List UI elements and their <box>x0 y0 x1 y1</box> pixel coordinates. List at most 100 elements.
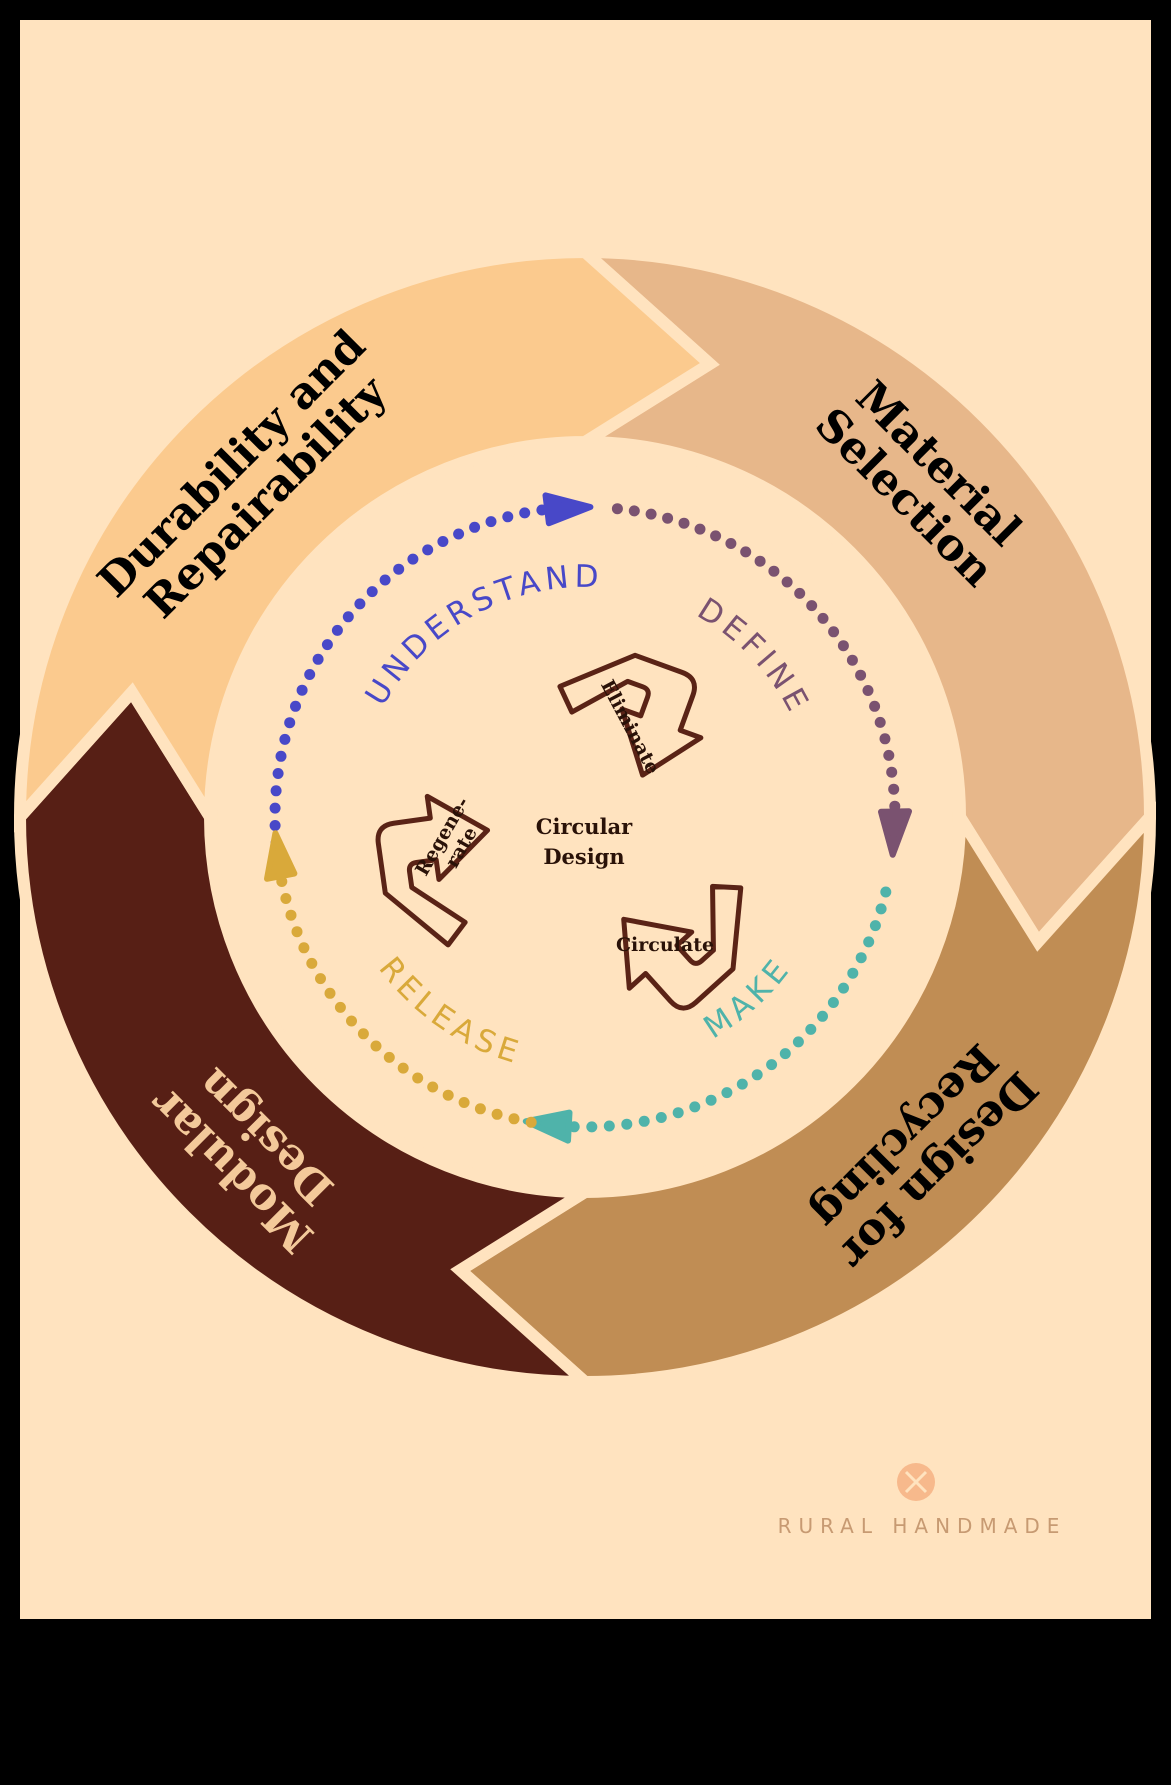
phase-dot-release <box>525 1116 537 1128</box>
phase-dot-understand <box>469 521 481 533</box>
segment-material <box>564 245 1157 952</box>
phase-dot-understand <box>272 768 284 779</box>
phase-dot-make <box>586 1121 598 1133</box>
phase-arrowhead-understand <box>542 492 594 527</box>
phase-dot-make <box>805 1023 817 1035</box>
phase-dot-understand <box>437 536 449 547</box>
phase-dot-define <box>740 546 752 558</box>
recycle-arrow-2 <box>621 883 744 1011</box>
phase-dot-make <box>779 1048 791 1060</box>
phase-dot-make <box>827 997 839 1008</box>
phase-dot-make <box>689 1101 701 1113</box>
phase-dot-release <box>427 1081 439 1093</box>
recycle-arrow-3 <box>375 793 491 948</box>
phase-dot-understand <box>354 598 366 610</box>
phase-dot-define <box>806 600 818 612</box>
brand-logo: RURAL HANDMADE <box>778 1463 1067 1538</box>
phase-dot-understand <box>296 684 308 696</box>
phase-dot-make <box>721 1087 733 1099</box>
phase-dot-understand <box>393 563 405 575</box>
phase-dot-understand <box>304 669 316 680</box>
phase-dot-understand <box>342 611 354 623</box>
phase-dot-define <box>828 626 840 638</box>
phase-dot-release <box>474 1103 486 1115</box>
phase-dot-define <box>694 523 706 535</box>
phase-dot-define <box>886 766 898 778</box>
phase-dot-release <box>397 1062 409 1074</box>
phase-dot-make <box>792 1036 804 1048</box>
phase-dot-make <box>655 1112 667 1123</box>
phase-dot-make <box>705 1094 717 1106</box>
phase-dotted-arcs <box>264 492 912 1144</box>
recycle-arrow-label-2: Circulate <box>616 934 714 956</box>
phase-dot-understand <box>502 511 514 523</box>
phase-dot-define <box>817 612 829 624</box>
phase-dot-define <box>883 749 895 761</box>
phase-dot-understand <box>290 700 301 712</box>
segment-recycling <box>450 796 1157 1389</box>
phase-dot-understand <box>284 717 296 729</box>
phase-dot-release <box>324 987 336 999</box>
phase-dot-release <box>370 1040 382 1052</box>
phase-dot-understand <box>321 639 333 651</box>
phase-dot-understand <box>279 733 291 745</box>
brand-name: RURAL HANDMADE <box>778 1514 1067 1538</box>
phase-dot-make <box>751 1069 763 1081</box>
phase-dot-understand <box>379 574 391 586</box>
outer-ring <box>13 245 1157 1389</box>
phase-dot-make <box>880 886 892 898</box>
phase-dot-make <box>847 967 859 979</box>
phase-dot-define <box>874 716 886 728</box>
phase-dot-define <box>662 512 674 524</box>
phase-dot-understand <box>453 528 465 540</box>
phase-dot-make <box>621 1118 633 1130</box>
segment-durability <box>13 245 720 838</box>
phase-dot-understand <box>485 516 497 528</box>
phase-dot-release <box>491 1108 503 1120</box>
phase-dot-define <box>710 530 722 542</box>
phase-dot-define <box>611 503 623 515</box>
segment-modular <box>13 682 606 1389</box>
phase-arrowhead-define <box>878 808 912 858</box>
phase-dot-make <box>638 1115 650 1127</box>
phase-dot-understand <box>366 586 378 598</box>
inner-disc <box>217 449 953 1185</box>
phase-dot-release <box>357 1028 369 1040</box>
phase-dot-define <box>794 587 806 599</box>
phase-dot-release <box>346 1015 357 1027</box>
phase-dot-define <box>781 576 793 588</box>
phase-arrowhead-release <box>264 830 298 882</box>
center-label-line-2: Design <box>543 844 624 869</box>
center-label-line-1: Circular <box>536 814 633 839</box>
phase-dot-define <box>846 654 858 666</box>
phase-dot-define <box>678 517 690 529</box>
phase-dot-define <box>888 783 900 795</box>
phase-dot-release <box>383 1051 395 1063</box>
phase-dot-release <box>508 1113 520 1125</box>
phase-dot-define <box>862 685 874 696</box>
phase-dot-release <box>306 957 318 969</box>
phase-dot-understand <box>312 653 324 665</box>
phase-dot-release <box>291 926 303 938</box>
phase-dot-make <box>838 982 849 994</box>
phase-dot-understand <box>519 507 531 519</box>
phase-dot-define <box>855 669 867 681</box>
phase-dot-release <box>412 1072 424 1084</box>
svg-text:Circulate: Circulate <box>616 934 714 956</box>
phase-dot-make <box>736 1078 748 1090</box>
phase-arrowhead-make <box>522 1109 573 1144</box>
phase-dot-understand <box>269 820 281 831</box>
phase-dot-make <box>855 952 867 964</box>
phase-dot-make <box>869 920 881 932</box>
recycle-arrow-1 <box>557 652 704 778</box>
phase-dot-release <box>442 1089 454 1101</box>
phase-dot-define <box>645 508 657 520</box>
phase-dot-define <box>869 700 881 712</box>
phase-dot-understand <box>270 785 282 797</box>
phase-dot-release <box>280 893 292 904</box>
phase-dot-release <box>334 1001 346 1013</box>
x-cross-icon <box>897 1463 935 1501</box>
phase-dot-release <box>458 1097 470 1108</box>
